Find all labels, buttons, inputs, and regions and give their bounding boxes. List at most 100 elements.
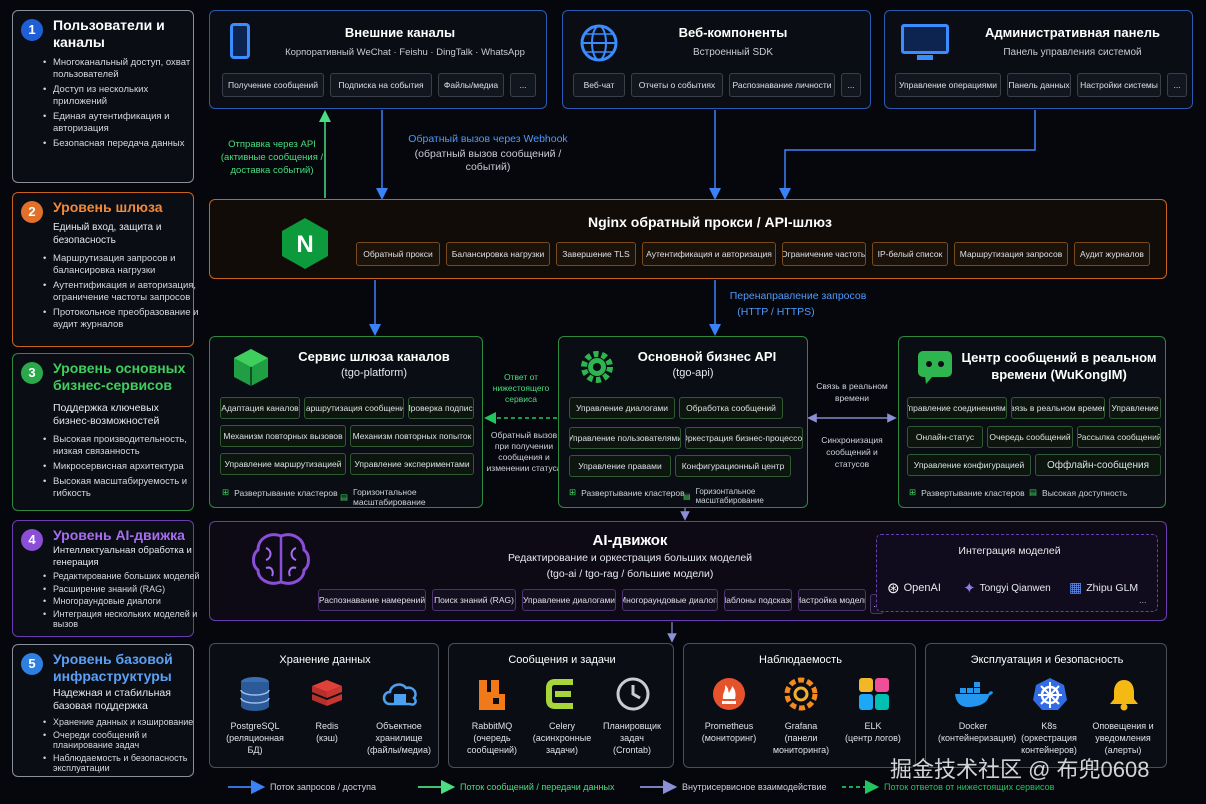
forward-label: Перенаправление запросов: [729, 290, 867, 302]
chip-dialog-management: Управление диалогами: [569, 397, 675, 419]
chip-load-balancing: Балансировка нагрузки: [446, 242, 550, 266]
platform-subtitle: (tgo-platform): [340, 367, 408, 379]
chip-routing-management: Управление маршрутизацией: [220, 453, 346, 475]
infra-messaging-panel: Сообщения и задачи RabbitMQ(очередь сооб…: [448, 643, 674, 768]
infra-item: Prometheus(мониторинг): [701, 721, 757, 743]
infra-item: Grafana(панели мониторинга): [772, 721, 830, 755]
kubernetes-icon: [1033, 678, 1067, 710]
chat-icon: [918, 351, 952, 384]
scaling-footer: ▤Горизонтальное масштабирование: [683, 487, 764, 505]
chip-files-media: Файлы/медиа: [438, 73, 504, 97]
chip-rate-limit: Ограничение частоты: [782, 242, 866, 266]
model-tongyi: ✦Tongyi Qianwen: [963, 580, 1051, 597]
chip-ip-whitelist: IP-белый список: [872, 242, 948, 266]
api-service-panel: Основной бизнес API (tgo-api) Управление…: [558, 336, 808, 508]
cluster-icon: ⊞: [569, 487, 577, 497]
prometheus-icon: [713, 678, 745, 710]
layer-infra: 5 Уровень базовой инфраструктуры Надежна…: [12, 644, 194, 777]
web-title: Веб-компоненты: [678, 25, 788, 40]
layer-subtitle: Единый вход, защита и безопасность: [53, 222, 162, 246]
api-subtitle: (tgo-api): [672, 367, 714, 379]
chip-model-settings: Настройка модели: [798, 589, 866, 611]
infra-title: Эксплуатация и безопасность: [970, 654, 1124, 666]
im-title: Центр сообщений в реальном времени (WuKo…: [961, 350, 1157, 382]
webhook-sublabel: (обратный вызов сообщений / событий): [414, 148, 562, 173]
chip-retry-attempts: Механизм повторных попыток: [350, 425, 474, 447]
cluster-footer: ⊞Развертывание кластеров: [909, 487, 1025, 498]
grafana-icon: [784, 677, 818, 711]
layer-number-badge: 4: [21, 529, 43, 551]
ai-subtitle: Редактирование и оркестрация больших мод…: [507, 552, 753, 564]
chip-event-reports: Отчеты о событиях: [631, 73, 723, 97]
clock-icon: [616, 677, 650, 711]
layer-number-badge: 3: [21, 362, 43, 384]
models-title: Интеграция моделей: [958, 545, 1061, 557]
infra-item: Планировщик задач(Crontab): [603, 721, 661, 755]
layer-title: Пользователи и каналы: [53, 17, 165, 50]
chip-broadcast: Рассылка сообщений: [1077, 426, 1161, 448]
admin-subtitle: Панель управления системой: [1003, 47, 1142, 58]
cluster-footer: ⊞Развертывание кластеров: [222, 487, 338, 498]
gateway-title: Nginx обратный прокси / API-шлюз: [587, 214, 832, 230]
layer-title: Уровень основных бизнес-сервисов: [53, 360, 186, 393]
layer-bullets: Редактирование больших моделей Расширени…: [43, 571, 201, 633]
openai-icon: ⊛: [887, 580, 900, 597]
layer-bullets: Хранение данных и кэширование Очереди со…: [43, 717, 201, 777]
infra-item: RabbitMQ(очередь сообщений): [466, 721, 518, 755]
celery-icon: [546, 679, 573, 709]
legend-response-flow: Поток ответов от нижестоящих сервисов: [884, 782, 1055, 792]
layer-ai: 4 Уровень AI-движка Интеллектуальная обр…: [12, 520, 199, 637]
layer-users: 1 Пользователи и каналы Многоканальный д…: [12, 10, 194, 183]
chip-more: ...: [510, 73, 536, 97]
send-api-label: Отправка через API (активные сообщения /…: [220, 139, 324, 176]
infra-item: PostgreSQL(реляционная БД): [226, 721, 284, 755]
chip-message-routing: Маршрутизация сообщений: [304, 397, 404, 419]
reply-label: Ответ от нижестоящего сервиса: [492, 372, 550, 404]
cluster-footer: ⊞Развертывание кластеров: [569, 487, 685, 498]
elk-icon: [859, 678, 889, 710]
model-openai: ⊛OpenAI: [887, 580, 941, 597]
layer-number-badge: 1: [21, 19, 43, 41]
chip-offline-messages: Оффлайн-сообщения: [1035, 454, 1161, 476]
chip-experiments: Управление экспериментами: [350, 453, 474, 475]
chip-prompt-templates: Шаблоны подсказок: [724, 589, 792, 611]
infra-ops-panel: Эксплуатация и безопасность Docker(конте…: [925, 643, 1167, 768]
layer-bullets: Высокая производительность, низкая связа…: [43, 434, 201, 503]
layer-number-badge: 2: [21, 201, 43, 223]
scaling-footer: ▤Горизонтальное масштабирование: [340, 487, 426, 507]
chip-online-status: Онлайн-статус: [907, 426, 983, 448]
redis-icon: [312, 680, 342, 706]
infra-observability-panel: Наблюдаемость Prometheus(мониторинг) Gra…: [683, 643, 916, 768]
ai-title: AI-движок: [592, 532, 668, 549]
nginx-icon: N: [282, 218, 328, 269]
cube-icon: [234, 349, 268, 386]
ha-footer: ▤Высокая доступность: [1029, 487, 1128, 498]
infra-item: K8s(оркестрация контейнеров): [1021, 721, 1077, 755]
api-title: Основной бизнес API: [637, 349, 777, 364]
layer-title: Уровень AI-движка: [53, 527, 185, 543]
layer-gateway: 2 Уровень шлюза Единый вход, защита и бе…: [12, 192, 198, 347]
legend-internal: Внутрисервисное взаимодействие: [682, 782, 827, 792]
gateway-panel: N Nginx обратный прокси / API-шлюз Обрат…: [209, 199, 1167, 279]
chip-intent-recognition: Распознавание намерений: [318, 589, 426, 611]
legend-lines: [228, 779, 880, 795]
webhook-label: Обратный вызов через Webhook: [408, 133, 568, 145]
scale-icon: ▤: [340, 491, 349, 502]
layer-core-services: 3 Уровень основных бизнес-сервисов Подде…: [12, 353, 194, 511]
gear-icon: [581, 351, 613, 383]
chip-retry-callbacks: Механизм повторных вызовов: [220, 425, 346, 447]
external-title: Внешние каналы: [344, 25, 456, 40]
ha-icon: ▤: [1029, 487, 1038, 497]
platform-service-panel: Сервис шлюза каналов (tgo-platform) Адап…: [209, 336, 483, 508]
watermark: 掘金技术社区 @ 布兜0608: [890, 757, 1150, 782]
model-integration-box: Интеграция моделей ⊛OpenAI ✦Tongyi Qianw…: [876, 534, 1158, 612]
infra-item: Celery(асинхронные задачи): [532, 721, 592, 755]
zhipu-icon: ▦: [1069, 579, 1083, 595]
postgresql-icon: [240, 677, 270, 711]
chip-log-audit: Аудит журналов: [1074, 242, 1150, 266]
cluster-icon: ⊞: [222, 487, 230, 497]
cluster-icon: ⊞: [909, 487, 917, 497]
chip-dialog-mgmt: Управление диалогами: [522, 589, 616, 611]
infra-storage-panel: Хранение данных PostgreSQL(реляционная Б…: [209, 643, 439, 768]
